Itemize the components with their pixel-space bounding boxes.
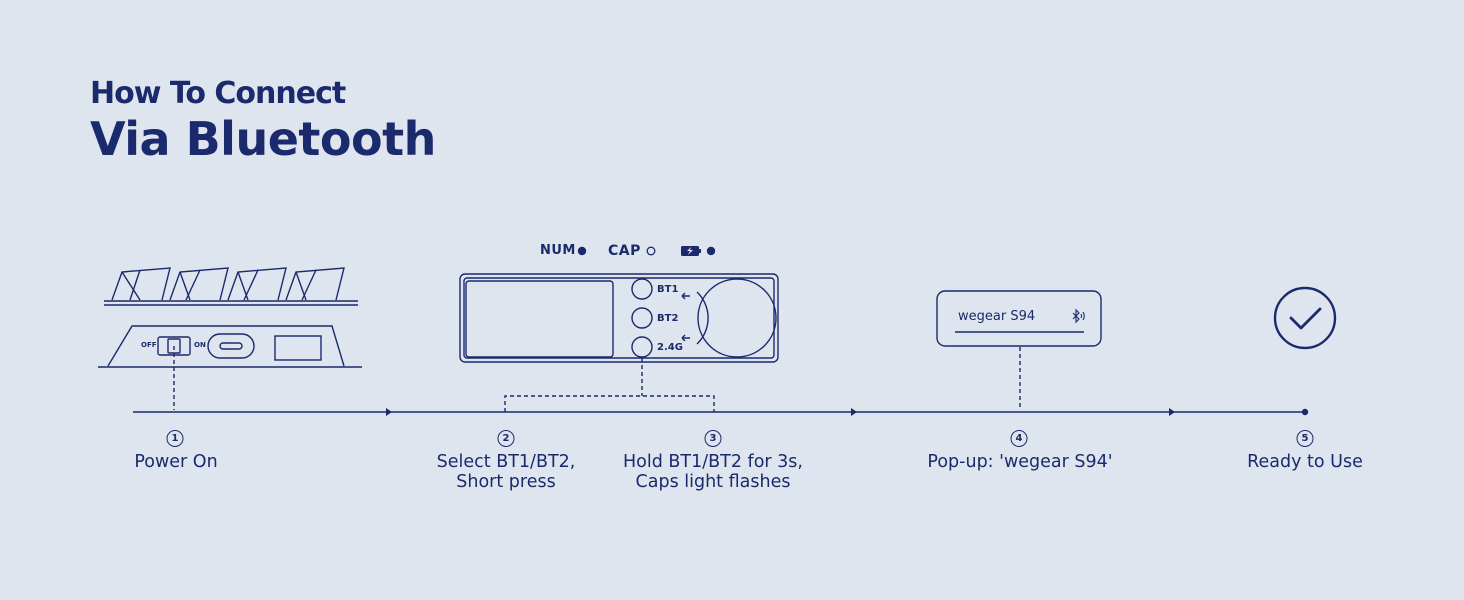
step-2-label: Select BT1/BT2, Short press [437,452,576,492]
num-led-dot [577,246,587,256]
timeline-end-dot [1301,408,1309,416]
battery-icon [681,246,701,256]
step-1-number: 1 [166,430,184,447]
step-4-line1: Pop-up: 'wegear S94' [927,452,1113,472]
step-4-label: Pop-up: 'wegear S94' [927,452,1112,472]
step-4-number: 4 [1010,430,1028,447]
step-5-line1: Ready to Use [1247,452,1363,472]
bluetooth-icon [1072,308,1085,324]
battery-led-dot [706,246,716,256]
step-2-line2: Short press [456,472,556,492]
keyboard-side-panel-illustration [98,325,362,368]
off-label: OFF [141,341,157,349]
arrow-right-icon [851,408,857,416]
cap-indicator-label: CAP [608,243,641,259]
g24-key-label: 2.4G [657,342,683,353]
step-5-number: 5 [1296,430,1314,447]
bt1-key-label: BT1 [657,284,679,295]
step-2-line1: Select BT1/BT2, [436,452,576,472]
step-3-label: Hold BT1/BT2 for 3s, Caps light flashes [623,452,803,492]
step-1-line1: Power On [134,452,218,472]
control-panel-illustration [459,273,779,363]
timeline-arrows [386,246,1309,416]
popup-device-name: wegear S94 [958,309,1036,324]
heading-how-to-connect: How To Connect [90,76,346,111]
on-label: ON [194,341,206,349]
arrow-right-icon [386,408,392,416]
dashed-connectors [173,346,1021,412]
cap-led-dot [646,246,656,256]
heading-via-bluetooth: Via Bluetooth [90,112,436,166]
popup-frame [936,290,1102,347]
keyboard-keycaps-illustration [104,267,358,306]
step-1-label: Power On [134,452,217,472]
step-3-line2: Caps light flashes [635,472,791,492]
step-3-line1: Hold BT1/BT2 for 3s, [623,452,803,472]
bt2-key-label: BT2 [657,313,679,324]
step-5-label: Ready to Use [1247,452,1363,472]
check-mark [1289,307,1322,330]
step-2-number: 2 [497,430,515,447]
num-indicator-label: NUM [540,243,576,258]
step-3-number: 3 [704,430,722,447]
arrow-right-icon [1169,408,1175,416]
check-circle-icon [1273,286,1337,350]
